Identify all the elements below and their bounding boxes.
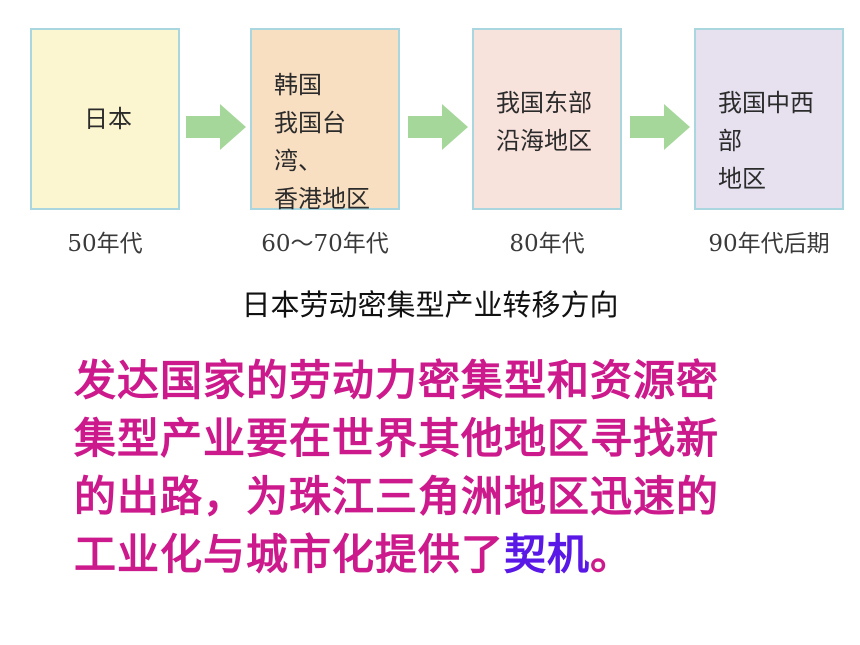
period-label: 90年代后期	[708, 231, 830, 257]
arrow-right-icon	[408, 104, 468, 150]
stage-box-east-coast: 我国东部 沿海地区	[472, 28, 622, 210]
explanation-paragraph: 发达国家的劳动力密集型和资源密 集型产业要在世界其他地区寻找新 的出路，为珠江三…	[74, 352, 814, 584]
diagram-caption: 日本劳动密集型产业转移方向	[241, 288, 619, 322]
stage-text: 我国中西部 地区	[718, 84, 834, 198]
stage-text: 韩国 我国台湾、 香港地区	[274, 66, 390, 218]
period-label: 60～70年代	[261, 231, 389, 257]
paragraph-text: 工业化与城市化提供了	[74, 530, 505, 579]
stage-box-central-west: 我国中西部 地区	[694, 28, 844, 210]
stage-box-korea-taiwan-hongkong: 韩国 我国台湾、 香港地区	[250, 28, 400, 213]
period-label: 80年代	[509, 231, 585, 257]
stage-line: 我国东部	[496, 89, 592, 117]
arrow-right-icon	[186, 104, 246, 150]
stage-line: 我国中西部	[718, 89, 814, 155]
stage-line: 地区	[718, 165, 766, 193]
period-label: 50年代	[67, 231, 143, 257]
stage-text: 我国东部 沿海地区	[496, 84, 612, 160]
paragraph-line: 发达国家的劳动力密集型和资源密	[74, 356, 720, 405]
highlight-word: 契机	[504, 530, 591, 579]
stage-line: 沿海地区	[496, 127, 592, 155]
stage-box-japan: 日本	[30, 28, 180, 210]
paragraph-line: 工业化与城市化提供了契机。	[74, 526, 814, 584]
transfer-diagram: 日本 韩国 我国台湾、 香港地区 我国东部 沿海地区 我国中西部 地区 50年代…	[28, 28, 844, 268]
stage-line: 韩国	[274, 71, 322, 99]
stage-line: 香港地区	[274, 185, 370, 213]
arrow-right-icon	[630, 104, 690, 150]
stage-line: 我国台湾、	[274, 109, 346, 175]
paragraph-punctuation: 。	[590, 530, 634, 579]
stage-text: 日本	[84, 100, 170, 138]
paragraph-line: 集型产业要在世界其他地区寻找新	[74, 414, 720, 463]
stage-line: 日本	[84, 105, 132, 133]
paragraph-line: 的出路，为珠江三角洲地区迅速的	[74, 472, 720, 521]
